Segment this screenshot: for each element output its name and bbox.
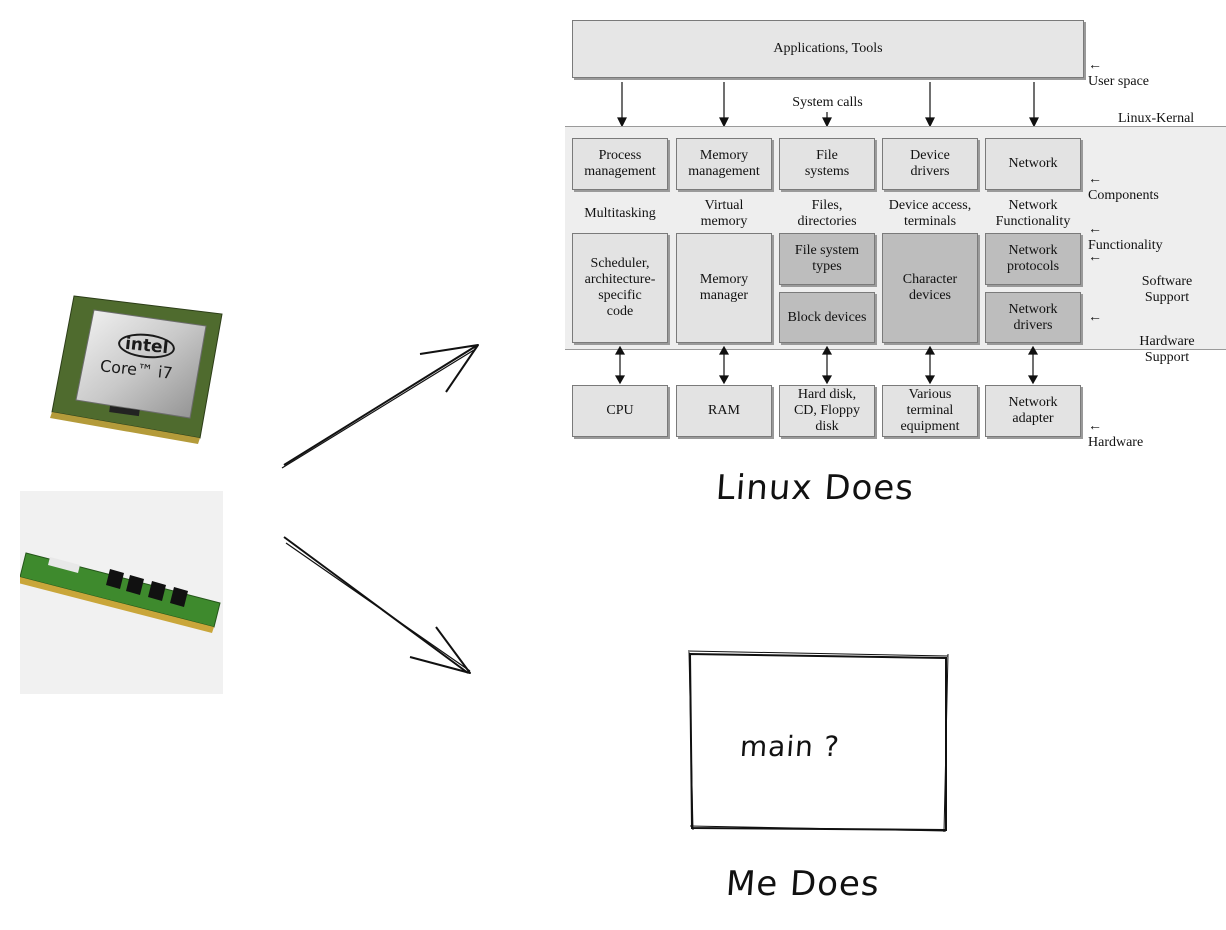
left-arrow-icon: ← bbox=[1088, 310, 1102, 325]
hardware-label: ← Hardware bbox=[1088, 403, 1143, 451]
hardware-arrows bbox=[614, 346, 1039, 385]
hardware-network-adapter: Network adapter bbox=[985, 385, 1081, 437]
functionality-network: Network Functionality bbox=[995, 198, 1071, 229]
hardware-disks: Hard disk, CD, Floppy disk bbox=[779, 385, 875, 437]
component-device-drivers: Device drivers bbox=[882, 138, 978, 190]
memory-manager-box: Memory manager bbox=[676, 233, 772, 343]
left-arrow-icon: ← bbox=[1088, 419, 1102, 434]
system-calls-label: System calls bbox=[792, 95, 863, 110]
linux-does-caption: Linux Does bbox=[714, 468, 916, 508]
components-label: ← Components bbox=[1088, 156, 1159, 204]
functionality-device-access: Device access, terminals bbox=[888, 198, 972, 229]
component-memory-management: Memory management bbox=[676, 138, 772, 190]
cpu-image: intel Core™ i7 bbox=[40, 288, 240, 448]
software-support-label: ← Software Support bbox=[1088, 242, 1218, 322]
functionality-virtual-memory: Virtual memory bbox=[700, 198, 748, 229]
hardware-terminal-equipment: Various terminal equipment bbox=[882, 385, 978, 437]
hardware-ram: RAM bbox=[676, 385, 772, 437]
component-process-management: Process management bbox=[572, 138, 668, 190]
arrow-to-linux bbox=[281, 344, 479, 469]
components-text: Components bbox=[1088, 188, 1159, 203]
character-devices-box: Character devices bbox=[882, 233, 978, 343]
hardware-text: Hardware bbox=[1088, 435, 1144, 450]
left-arrow-icon: ← bbox=[1088, 250, 1102, 265]
ram-image bbox=[18, 491, 223, 694]
user-space-label: ← User space bbox=[1088, 42, 1149, 90]
left-arrow-icon: ← bbox=[1088, 58, 1102, 73]
left-arrow-icon: ← bbox=[1088, 172, 1102, 187]
network-protocols-box: Network protocols bbox=[985, 233, 1081, 285]
file-system-types-box: File system types bbox=[779, 233, 875, 285]
software-support-text: Software Support bbox=[1141, 274, 1193, 305]
block-devices-box: Block devices bbox=[779, 292, 875, 343]
user-space-text: User space bbox=[1088, 74, 1150, 89]
functionality-files-directories: Files, directories bbox=[797, 198, 857, 229]
hardware-support-label: ← Hardware Support bbox=[1088, 302, 1218, 382]
component-network: Network bbox=[985, 138, 1081, 190]
syscall-arrows bbox=[617, 82, 1039, 128]
functionality-text: Functionality bbox=[1088, 238, 1163, 253]
main-box bbox=[687, 650, 949, 833]
scheduler-box: Scheduler, architecture- specific code bbox=[572, 233, 668, 343]
main-box-text: main ? bbox=[738, 730, 841, 763]
functionality-label: ← Functionality bbox=[1088, 206, 1163, 254]
network-drivers-box: Network drivers bbox=[985, 292, 1081, 343]
me-does-caption: Me Does bbox=[724, 864, 882, 904]
component-file-systems: File systems bbox=[779, 138, 875, 190]
left-arrow-icon: ← bbox=[1088, 222, 1102, 237]
hardware-cpu: CPU bbox=[572, 385, 668, 437]
hardware-support-text: Hardware Support bbox=[1139, 334, 1195, 365]
arrow-to-me bbox=[283, 536, 471, 674]
functionality-multitasking: Multitasking bbox=[584, 206, 656, 221]
kernel-label: Linux-Kernal bbox=[1118, 111, 1195, 126]
applications-box: Applications, Tools bbox=[572, 20, 1084, 78]
